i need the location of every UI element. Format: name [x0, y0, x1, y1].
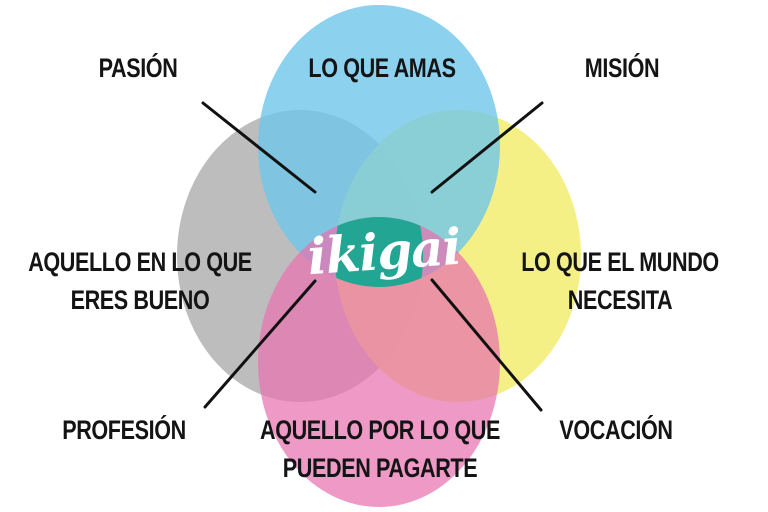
- label-bottom-line2: PUEDEN PAGARTE: [282, 453, 478, 483]
- label-vocacion: VOCACIÓN: [559, 415, 673, 445]
- pointer-line-pasion: [201, 101, 317, 194]
- label-left-line1: AQUELLO EN LO QUE: [28, 247, 252, 277]
- label-left-line2: ERES BUENO: [70, 285, 210, 315]
- circle-top: [258, 5, 500, 287]
- label-mision: MISIÓN: [584, 53, 660, 83]
- label-lo-que-amas: LO QUE AMAS: [308, 53, 456, 83]
- pointer-line-vocacion: [430, 278, 543, 412]
- label-right-line2: NECESITA: [567, 285, 673, 315]
- label-right-line1: LO QUE EL MUNDO: [521, 247, 719, 277]
- label-pasion: PASIÓN: [98, 53, 178, 83]
- label-bottom-line1: AQUELLO POR LO QUE: [259, 415, 501, 445]
- pointer-line-mision: [430, 101, 544, 194]
- ikigai-logo: ikigai: [305, 216, 463, 287]
- label-profesion: PROFESIÓN: [62, 415, 186, 445]
- pointer-line-profesion: [203, 279, 317, 409]
